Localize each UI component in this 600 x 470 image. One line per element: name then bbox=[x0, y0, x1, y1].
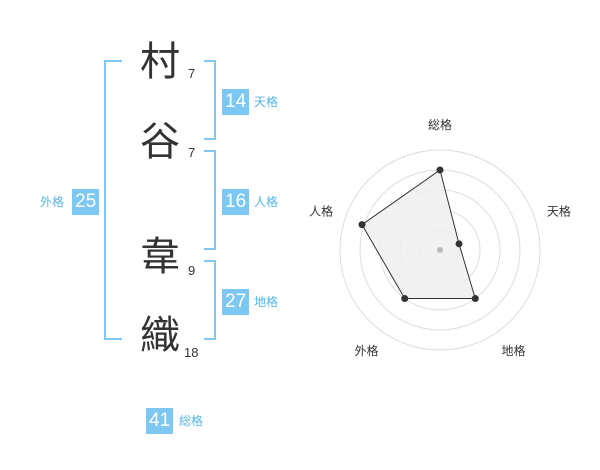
jinkaku-bracket bbox=[204, 150, 216, 250]
radar-area bbox=[361, 169, 476, 300]
radar-center-dot bbox=[437, 247, 443, 253]
name-char-1: 村 bbox=[140, 39, 180, 85]
radar-ring bbox=[339, 149, 541, 351]
gaikaku-value: 25 bbox=[72, 189, 100, 215]
chikaku-bracket bbox=[204, 260, 216, 340]
radar-axis-label-1: 総格 bbox=[428, 117, 452, 132]
radar-axis-label-3: 地格 bbox=[501, 343, 525, 358]
jinkaku-value: 16 bbox=[222, 189, 250, 215]
name-char-4: 織 bbox=[140, 313, 180, 359]
soukaku-value: 41 bbox=[146, 408, 174, 434]
name-char-3: 韋 bbox=[140, 234, 180, 280]
jinkaku-label: 人格 bbox=[254, 195, 279, 209]
soukaku-label: 総格 bbox=[179, 414, 204, 428]
stroke-count-4: 18 bbox=[184, 345, 199, 360]
radar-point-1 bbox=[436, 166, 444, 174]
stroke-count-3: 9 bbox=[188, 263, 196, 278]
gaikaku-label: 外格 bbox=[40, 195, 65, 209]
tenkaku-bracket bbox=[204, 60, 216, 140]
stroke-count-1: 7 bbox=[188, 66, 196, 81]
tenkaku-label: 天格 bbox=[254, 95, 279, 109]
radar-axis-label-4: 外格 bbox=[355, 343, 379, 358]
radar-point-4 bbox=[401, 295, 409, 303]
radar-axis-label-2: 天格 bbox=[547, 203, 571, 218]
radar-axis-label-5: 人格 bbox=[309, 203, 333, 218]
radar-point-5 bbox=[358, 221, 366, 229]
stroke-count-2: 7 bbox=[188, 145, 196, 160]
name-char-2: 谷 bbox=[140, 119, 180, 165]
tenkaku-value: 14 bbox=[222, 89, 250, 115]
gaikaku-bracket bbox=[104, 60, 122, 340]
chikaku-value: 27 bbox=[222, 289, 250, 315]
radar-point-2 bbox=[455, 240, 463, 248]
chikaku-label: 地格 bbox=[254, 295, 279, 309]
radar-point-3 bbox=[471, 295, 479, 303]
